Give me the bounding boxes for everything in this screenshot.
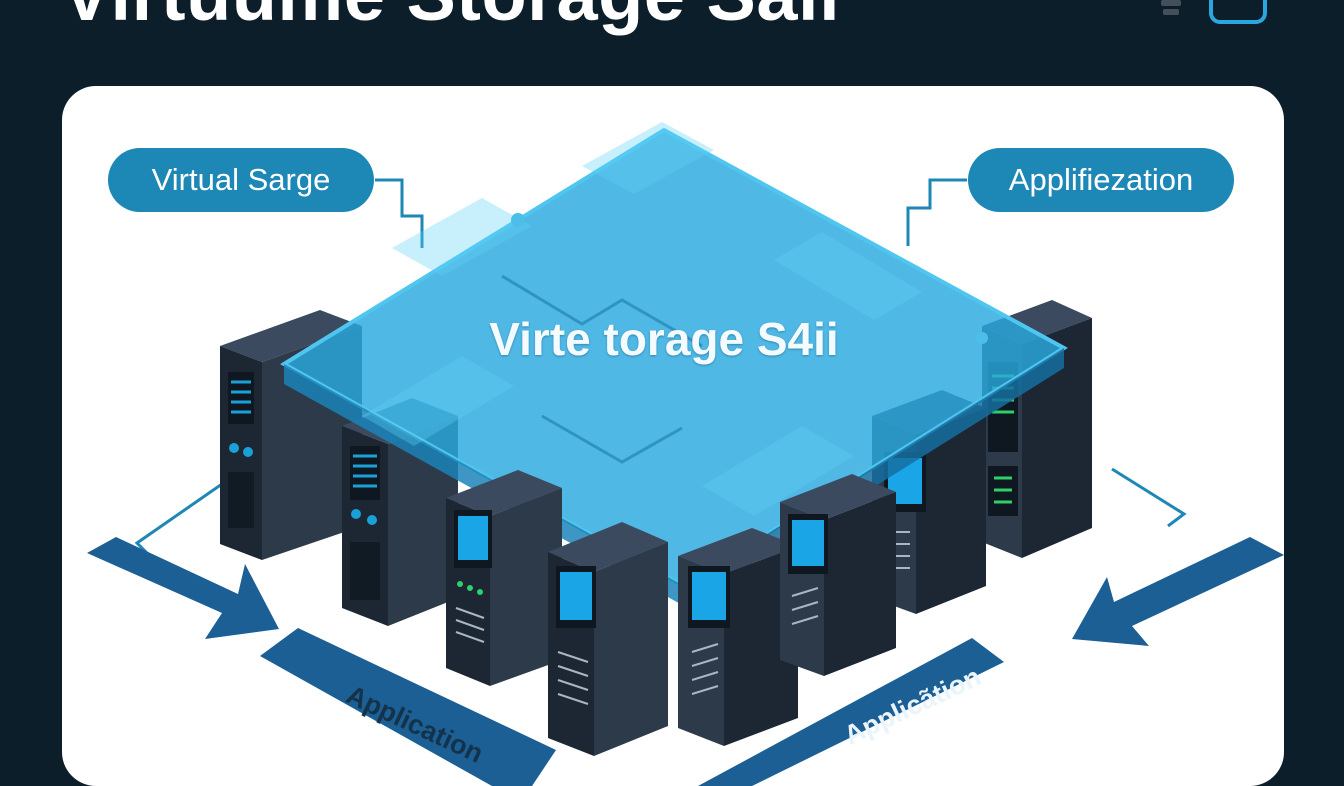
server-rack-front-3 bbox=[678, 528, 798, 746]
storage-diagram bbox=[87, 122, 1284, 786]
server-rack-front-2 bbox=[548, 522, 668, 756]
pill-label: Virtual Sarge bbox=[151, 162, 331, 197]
server-rack-front-1 bbox=[446, 470, 562, 686]
server-rack-front-4 bbox=[780, 474, 896, 676]
flow-arrows bbox=[87, 537, 1284, 786]
connector-lines bbox=[134, 178, 1187, 558]
page-title: Virtuume Storage Sail bbox=[62, 0, 840, 32]
diagram-panel: Virtual Sarge Applifiezation Virte torag… bbox=[62, 86, 1284, 786]
pill-application-top: Applifiezation bbox=[968, 148, 1234, 212]
storage-layer-label: Virte torage S4ii bbox=[489, 313, 839, 365]
pill-virtual-storage: Virtual Sarge bbox=[108, 148, 374, 212]
bulb-icon bbox=[1161, 0, 1181, 15]
pill-label: Applifiezation bbox=[1008, 162, 1194, 197]
window-icon[interactable] bbox=[1206, 0, 1270, 26]
